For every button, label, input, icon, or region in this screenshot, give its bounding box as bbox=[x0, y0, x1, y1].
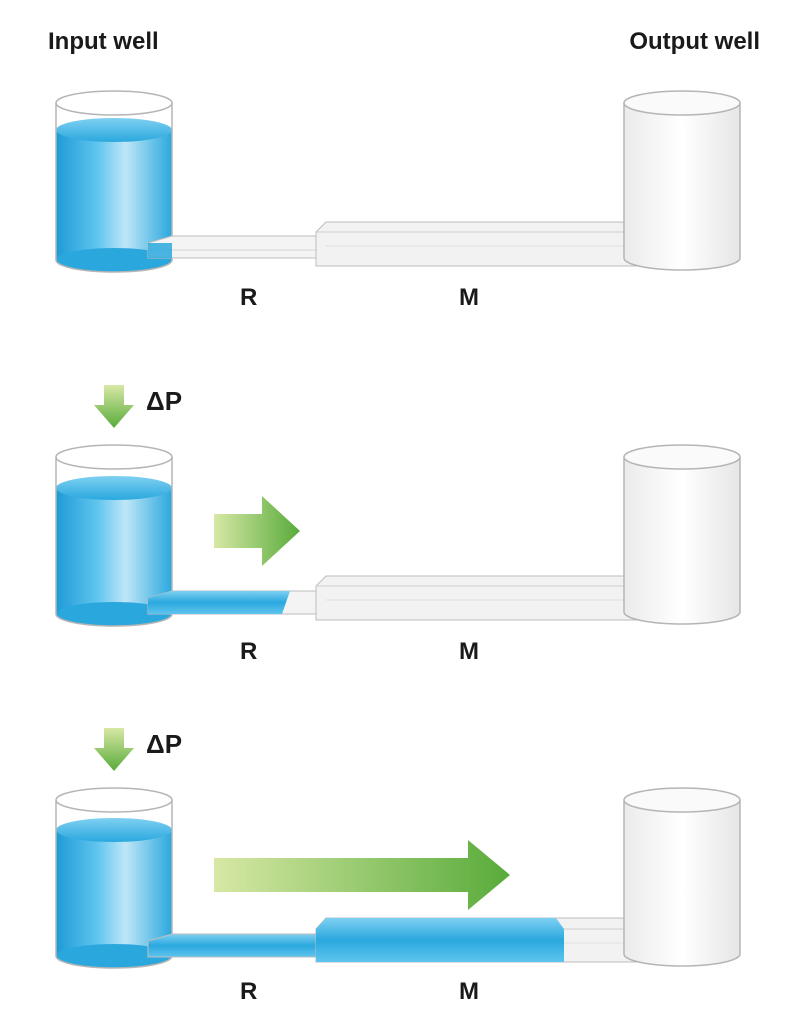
r-segment-label: R bbox=[240, 638, 258, 665]
m-channel bbox=[315, 575, 651, 621]
panel-3 bbox=[55, 728, 741, 969]
pressure-arrow bbox=[94, 728, 134, 771]
pressure-label: ΔP bbox=[146, 386, 183, 416]
flow-arrow-short bbox=[214, 496, 300, 566]
input-well bbox=[55, 90, 173, 273]
pressure-arrow bbox=[94, 385, 134, 428]
r-segment-label: R bbox=[240, 284, 258, 311]
r-channel bbox=[147, 235, 319, 259]
r-segment-label: R bbox=[240, 978, 258, 1005]
flow-arrow-long bbox=[214, 840, 510, 910]
m-segment-label: M bbox=[459, 978, 479, 1005]
r-channel bbox=[147, 933, 319, 958]
panel-2 bbox=[55, 385, 741, 627]
panel-1 bbox=[55, 90, 741, 273]
pressure-label: ΔP bbox=[146, 729, 183, 759]
output-well bbox=[623, 90, 741, 271]
output-well bbox=[623, 444, 741, 625]
input-well-title: Input well bbox=[48, 28, 159, 55]
m-channel bbox=[315, 221, 651, 267]
output-well bbox=[623, 787, 741, 967]
m-channel bbox=[315, 917, 651, 963]
m-segment-label: M bbox=[459, 284, 479, 311]
r-channel bbox=[147, 590, 319, 615]
output-well-title: Output well bbox=[629, 28, 760, 55]
input-well bbox=[55, 444, 173, 627]
m-segment-label: M bbox=[459, 638, 479, 665]
input-well bbox=[55, 787, 173, 969]
